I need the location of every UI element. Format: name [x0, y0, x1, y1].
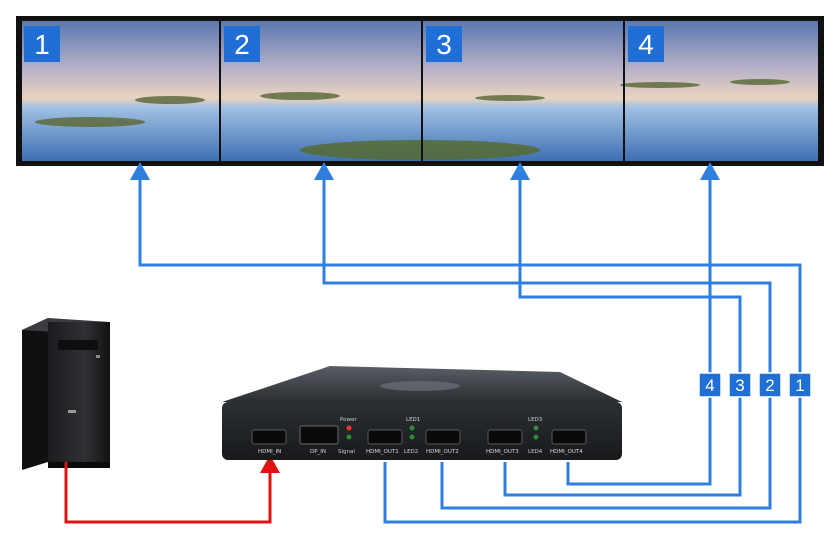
cable-badge-3: 3 [728, 372, 752, 398]
port-hdmi-in-label: HDMI_IN [258, 449, 281, 455]
led-label-led4: LED4 [528, 449, 543, 455]
pc-power-light [96, 355, 100, 358]
screen-number-4: 4 [638, 29, 654, 60]
arrowhead-screen-3 [510, 162, 530, 180]
port-hdmi-out4-label: HDMI_OUT4 [550, 449, 583, 455]
screen-number-badge-2: 2 [224, 26, 260, 62]
port-hdmi-out3-label: HDMI_OUT3 [486, 449, 519, 455]
cable-badge-4: 4 [698, 372, 722, 398]
signal-led [346, 434, 352, 440]
port-dp-in: DP_IN [299, 425, 339, 455]
arrowhead-screen-2 [314, 162, 334, 180]
led3-indicator [533, 425, 539, 431]
led-label-power: Power [340, 417, 357, 423]
cable-badge-1-label: 1 [795, 376, 804, 395]
power-signal-leds: Power Signal [338, 417, 357, 455]
cable-badge-1: 1 [788, 372, 812, 398]
port-hdmi-out1-label: HDMI_OUT1 [366, 449, 399, 455]
led4-indicator [533, 434, 539, 440]
screen-number-1: 1 [34, 29, 50, 60]
port-hdmi-out2: HDMI_OUT2 [425, 429, 461, 455]
screen-number-2: 2 [234, 29, 250, 60]
led1-indicator [409, 425, 415, 431]
screen-number-badge-4: 4 [628, 26, 664, 62]
port-hdmi-in: HDMI_IN [251, 429, 287, 455]
device-top-logo [380, 381, 460, 391]
port-hdmi-out3: HDMI_OUT3 [486, 429, 523, 455]
video-wall: 1 2 3 4 [16, 16, 824, 166]
cable-badge-2: 2 [758, 372, 782, 398]
video-wall-controller: HDMI_IN DP_IN Power Signal HDMI_OUT1 LED… [222, 366, 622, 460]
cable-badge-4-label: 4 [705, 376, 714, 395]
led-label-led1: LED1 [406, 417, 420, 423]
cable-screen-4 [566, 180, 712, 486]
led-label-led3: LED3 [528, 417, 543, 423]
led-label-led2: LED2 [404, 449, 418, 455]
arrowhead-screen-4 [700, 162, 720, 180]
screen-number-3: 3 [436, 29, 452, 60]
arrowhead-screen-1 [130, 162, 150, 180]
port-hdmi-out1: HDMI_OUT1 [366, 429, 403, 455]
wall-panorama [22, 21, 818, 161]
cable-badge-3-label: 3 [735, 376, 744, 395]
device-front-panel [222, 402, 622, 460]
input-cable-line [64, 462, 272, 524]
output-cables [138, 180, 802, 524]
port-hdmi-out2-label: HDMI_OUT2 [426, 449, 459, 455]
wall-landscape [35, 79, 790, 160]
led-group-1-2: LED1 LED2 [404, 417, 420, 455]
pc-usb-port [68, 410, 76, 413]
pc-foot [48, 462, 110, 468]
cable-badges: 4 3 2 1 [698, 372, 812, 398]
led2-indicator [409, 434, 415, 440]
cable-screen-1 [138, 180, 802, 524]
screen-number-badge-3: 3 [426, 26, 462, 62]
pc-tower [22, 318, 110, 470]
pc-tower-side [22, 318, 48, 470]
input-cable [64, 455, 280, 524]
led-group-3-4: LED3 LED4 [528, 417, 543, 455]
port-hdmi-out4: HDMI_OUT4 [550, 429, 587, 455]
input-arrowhead [260, 455, 280, 473]
port-dp-in-label: DP_IN [310, 449, 326, 455]
pc-tower-bay [58, 340, 98, 350]
led-label-signal: Signal [338, 449, 355, 455]
screen-number-badge-1: 1 [24, 26, 60, 62]
cable-badge-2-label: 2 [765, 376, 774, 395]
power-led [346, 425, 352, 431]
cable-arrowheads [130, 162, 720, 180]
